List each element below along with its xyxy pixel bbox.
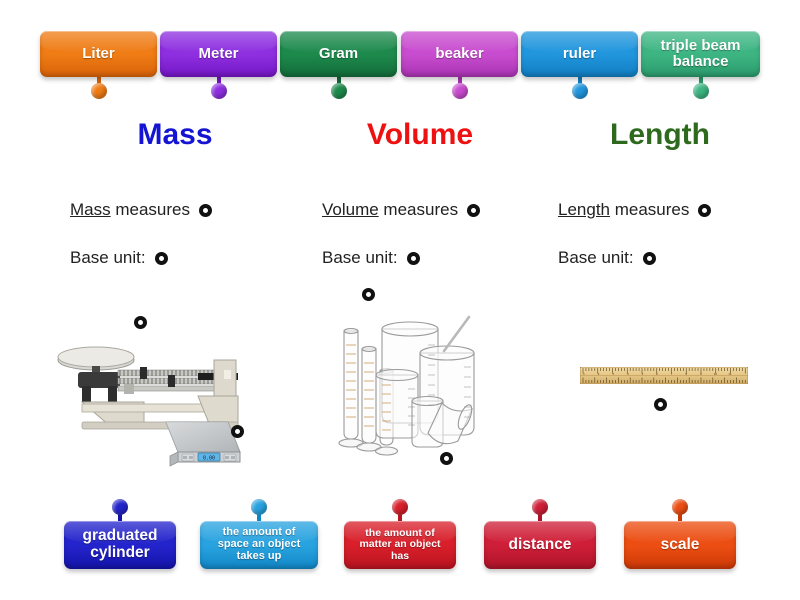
prompt-term-volume: Volume (322, 200, 379, 219)
prompt-measures-volume: Volume measures (322, 200, 481, 220)
prompt-measures-length: Length measures (558, 200, 712, 220)
tile-label: Liter (82, 44, 115, 62)
draggable-tile-triple-beam-balance[interactable]: triple beam balance (641, 31, 760, 77)
triple-beam-balance-image (48, 330, 248, 435)
draggable-tile-meter[interactable]: Meter (160, 31, 277, 77)
drop-marker-base-unit-mass[interactable] (154, 251, 168, 265)
tile-label: ruler (562, 44, 597, 62)
tile-label: graduated cylinder (82, 527, 158, 561)
base-unit-label-volume: Base unit: (322, 248, 398, 267)
prompt-base-unit-volume: Base unit: (322, 248, 420, 268)
draggable-tile-the-amount-of-space-an-object-takes-up[interactable]: the amount of space an object takes up (200, 521, 318, 569)
prompt-verb-length: measures (610, 200, 690, 219)
pin-connector-the-amount-of-space-an-object-takes-up (248, 499, 270, 523)
drop-marker-glassware-top[interactable] (362, 288, 375, 301)
tile-label: the amount of space an object takes up (217, 526, 301, 562)
glassware-image (336, 305, 491, 465)
prompt-text: Mass measures (70, 200, 190, 220)
svg-text:7: 7 (671, 372, 673, 376)
draggable-tile-scale[interactable]: scale (624, 521, 736, 569)
category-heading-length: Length (610, 118, 710, 151)
tile-label: triple beam balance (660, 36, 741, 70)
prompt-term-mass: Mass (70, 200, 111, 219)
tile-label: Meter (198, 44, 239, 62)
prompt-verb-volume: measures (378, 200, 459, 219)
prompt-term-length: Length (558, 200, 610, 219)
svg-text:3: 3 (612, 372, 614, 376)
prompt-measures-mass: Mass measures (70, 200, 212, 220)
svg-text:1: 1 (583, 372, 585, 376)
svg-text:10: 10 (714, 372, 718, 376)
draggable-tile-beaker[interactable]: beaker (401, 31, 518, 77)
drop-marker-triple-beam-balance[interactable] (134, 316, 147, 329)
draggable-tile-gram[interactable]: Gram (280, 31, 397, 77)
svg-text:4: 4 (627, 372, 629, 376)
drop-marker-digital-scale[interactable] (231, 425, 244, 438)
draggable-tile-graduated-cylinder[interactable]: graduated cylinder (64, 521, 176, 569)
svg-text:6: 6 (656, 372, 658, 376)
drop-marker-measures-length[interactable] (698, 203, 712, 217)
draggable-tile-ruler[interactable]: ruler (521, 31, 638, 77)
pin-connector-scale (669, 499, 691, 523)
pin-connector-ruler (569, 75, 591, 99)
pin-connector-distance (529, 499, 551, 523)
digital-scale-image: 0.00 (158, 418, 243, 476)
prompt-verb-mass: measures (110, 200, 190, 219)
tile-label: distance (508, 535, 572, 553)
svg-text:8: 8 (685, 372, 687, 376)
tile-label: scale (660, 535, 700, 553)
drop-marker-base-unit-length[interactable] (642, 251, 656, 265)
drop-marker-measures-volume[interactable] (467, 203, 481, 217)
pin-connector-the-amount-of-matter-an-object-has (389, 499, 411, 523)
tile-label: the amount of matter an object has (359, 527, 441, 562)
category-heading-mass: Mass (137, 118, 213, 151)
wooden-ruler-image: 1 2 3 4 5 6 7 8 9 10 11 (579, 366, 749, 385)
drop-marker-glassware-bottom[interactable] (440, 452, 453, 465)
prompt-base-unit-mass: Base unit: (70, 248, 168, 268)
svg-text:11: 11 (728, 372, 732, 376)
prompt-text: Length measures (558, 200, 689, 220)
pin-connector-gram (328, 75, 350, 99)
tile-label: beaker (435, 44, 484, 62)
drop-marker-ruler[interactable] (654, 398, 667, 411)
drop-marker-measures-mass[interactable] (199, 203, 212, 217)
prompt-text: Volume measures (322, 200, 458, 220)
drop-marker-base-unit-volume[interactable] (406, 251, 420, 265)
base-unit-label-mass: Base unit: (70, 248, 146, 267)
pin-connector-beaker (449, 75, 471, 99)
pin-connector-graduated-cylinder (109, 499, 131, 523)
base-unit-label-length: Base unit: (558, 248, 634, 267)
pin-connector-liter (88, 75, 110, 99)
draggable-tile-the-amount-of-matter-an-object-has[interactable]: the amount of matter an object has (344, 521, 456, 569)
draggable-tile-liter[interactable]: Liter (40, 31, 157, 77)
svg-text:0.00: 0.00 (203, 456, 215, 462)
svg-text:2: 2 (598, 372, 600, 376)
pin-connector-meter (208, 75, 230, 99)
category-heading-volume: Volume (366, 118, 474, 151)
draggable-tile-distance[interactable]: distance (484, 521, 596, 569)
svg-text:5: 5 (642, 372, 644, 376)
pin-connector-triple-beam-balance (690, 75, 712, 99)
tile-label: Gram (318, 44, 359, 62)
svg-text:9: 9 (700, 372, 702, 376)
prompt-base-unit-length: Base unit: (558, 248, 656, 268)
